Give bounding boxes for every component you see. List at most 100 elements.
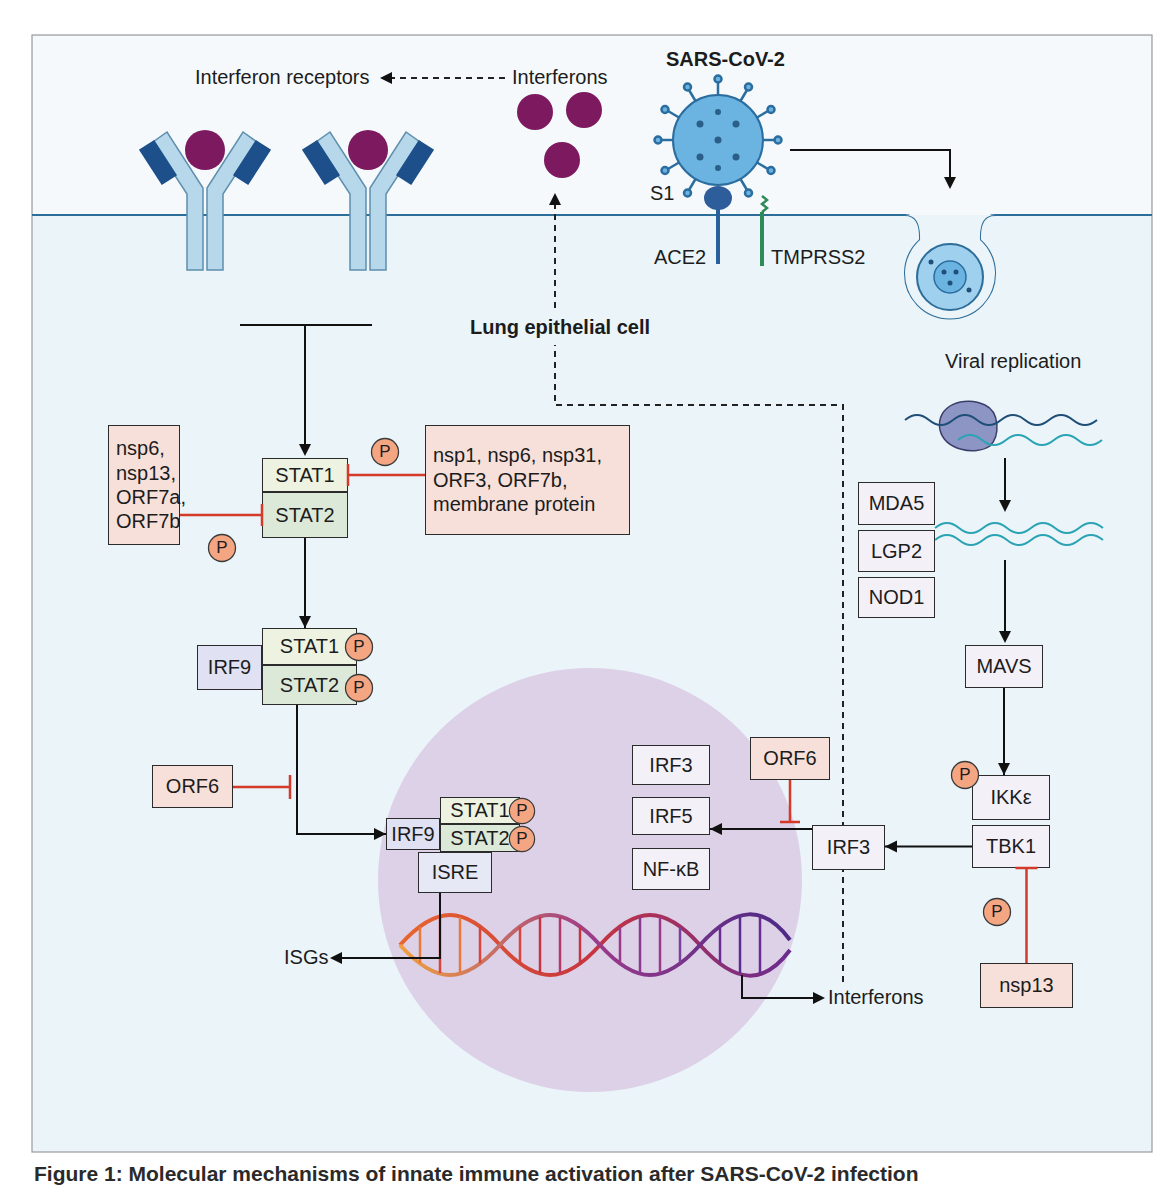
interferon-receptor	[303, 141, 339, 184]
inhibition-line	[780, 780, 800, 822]
phospho-outline	[372, 439, 399, 466]
cell-frame	[32, 35, 1152, 1152]
dna-helix	[559, 917, 562, 973]
dna-helix	[400, 914, 790, 975]
transcription-arrow	[330, 952, 342, 964]
phospho-label: P	[959, 765, 970, 786]
replication-arrow	[999, 631, 1011, 643]
protein-name: STAT2	[280, 673, 339, 697]
inhibition-line	[1025, 868, 1028, 963]
arrow-head	[710, 823, 722, 835]
protein-label: S1	[650, 182, 674, 205]
protein-name: IRF3	[827, 835, 870, 859]
arrow-line	[304, 538, 306, 628]
dna-helix	[420, 917, 760, 973]
viral-rna	[935, 523, 1103, 533]
protein-name: TBK1	[986, 834, 1036, 858]
virus-particle	[763, 139, 775, 142]
interferon-receptor	[185, 130, 225, 170]
process-label: Viral replication	[945, 350, 1081, 373]
protein-box: ORF6	[750, 737, 830, 780]
protein-name: IRF9	[208, 655, 251, 679]
virus-particle	[715, 137, 722, 144]
receptor-label: ACE2	[654, 246, 706, 269]
protein-box: IRF9	[197, 645, 262, 690]
interferon-molecule	[517, 94, 553, 130]
virus-particle	[768, 106, 775, 113]
inhibition-line	[348, 474, 425, 477]
arrow-line	[710, 828, 812, 830]
virus-particle	[655, 137, 662, 144]
virus-particle	[689, 179, 696, 190]
dna-helix	[479, 927, 482, 963]
endosome	[942, 270, 947, 275]
viral-rna	[935, 535, 1103, 545]
figure-caption: Figure 1: Molecular mechanisms of innate…	[34, 1162, 919, 1186]
endosome	[948, 281, 953, 286]
interferon-molecule	[517, 92, 602, 178]
dna-helix	[759, 917, 762, 973]
protein-box: NF-κB	[632, 848, 710, 890]
protein-name: ORF6	[166, 774, 219, 798]
cell-frame	[32, 35, 1152, 1152]
interferon-molecule	[566, 92, 602, 128]
protease-label: TMPRSS2	[771, 246, 865, 269]
tmprss2-protease	[762, 196, 767, 212]
arrow-head	[885, 841, 897, 853]
protein-box: IRF9	[386, 818, 440, 850]
gene-label: ISGs	[284, 946, 328, 969]
virus-particle	[673, 95, 763, 185]
protein-box: MAVS	[965, 645, 1043, 688]
signal-line	[240, 325, 372, 456]
virus-particle	[741, 179, 748, 190]
signal-line	[240, 325, 372, 444]
phospho-outline	[346, 634, 373, 661]
arrow-head	[374, 828, 386, 840]
phospho-circle: P	[344, 632, 374, 662]
endosome	[905, 215, 995, 319]
phospho-label: P	[353, 678, 364, 699]
transcription-arrow	[742, 975, 813, 998]
dashed-arrow-label: Interferon receptors	[195, 66, 370, 89]
protein-box: nsp13	[980, 963, 1073, 1008]
protein-name: nsp1, nsp6, nsp31, ORF3, ORF7b, membrane…	[433, 443, 622, 516]
protein-name: IKKε	[990, 785, 1031, 809]
replication-arrow	[1004, 458, 1006, 500]
arrow-head	[299, 616, 311, 628]
virus-particle	[741, 90, 748, 101]
secretion-dashed-line	[380, 72, 843, 982]
protein-box: IRF3	[812, 825, 885, 870]
virus-particle	[655, 76, 782, 197]
protein-name: STAT2	[450, 826, 509, 850]
protein-box: IKKε	[972, 775, 1050, 820]
dna-helix	[639, 917, 642, 973]
protein-name: STAT1	[280, 634, 339, 658]
virus-particle	[715, 76, 722, 83]
protein-box: STAT1	[440, 797, 520, 824]
replication-arrow	[999, 458, 1011, 643]
interferon-receptor	[397, 141, 433, 184]
transcription-arrow	[342, 893, 440, 958]
endosome	[934, 261, 966, 293]
phospho-outline	[984, 899, 1011, 926]
virus-particle	[768, 167, 775, 174]
phospho-label: P	[353, 637, 364, 658]
signal-line	[299, 444, 311, 456]
protein-name: MDA5	[869, 491, 925, 515]
secretion-dashed-line	[392, 77, 505, 79]
endosome	[917, 244, 983, 310]
protein-name: NF-κB	[643, 857, 700, 881]
protein-box: ORF6	[152, 765, 233, 808]
endosome	[967, 288, 972, 293]
activation-arrow	[885, 841, 972, 853]
interferon-receptor	[348, 130, 388, 170]
protein-box: nsp1, nsp6, nsp31, ORF3, ORF7b, membrane…	[425, 425, 630, 535]
arrow-line	[885, 846, 972, 848]
virus-particle	[715, 165, 721, 171]
phospho-circle: P	[508, 797, 536, 825]
dna-helix	[400, 914, 790, 975]
activation-arrow	[998, 688, 1010, 775]
phospho-circle: P	[950, 760, 980, 790]
inhibition-connector	[180, 504, 262, 526]
